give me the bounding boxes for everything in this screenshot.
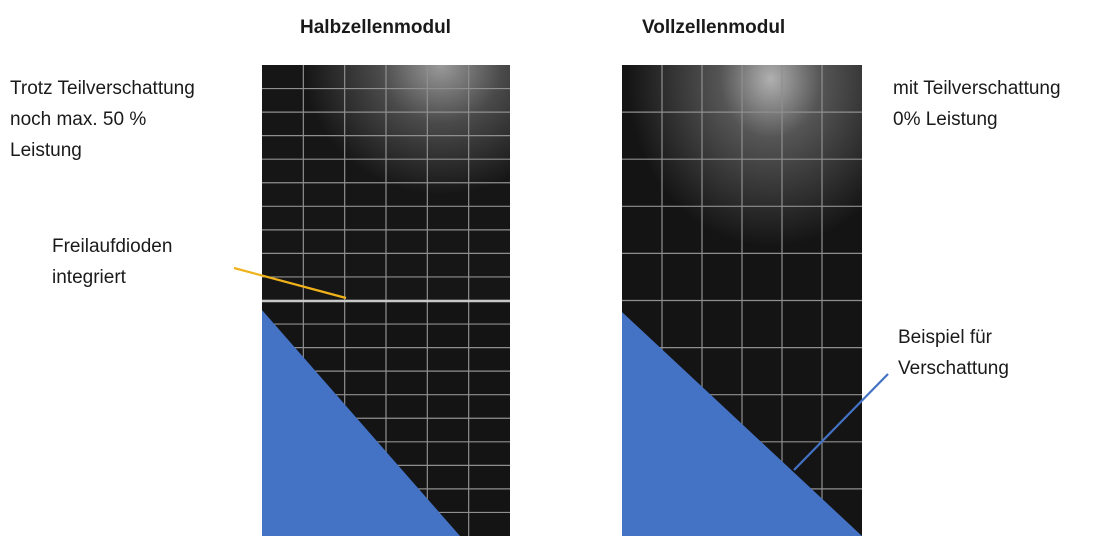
shading-example-leader-line <box>793 373 889 471</box>
full-cell-shade-triangle <box>622 312 862 536</box>
note-line: Verschattung <box>898 358 1009 379</box>
full-cell-shading-note: mit Teilverschattung 0% Leistung <box>893 73 1061 135</box>
shading-example-note: Beispiel für Verschattung <box>898 322 1009 384</box>
half-cell-module-title: Halbzellenmodul <box>300 17 451 38</box>
note-line: Freilaufdioden <box>52 236 173 257</box>
note-line: Trotz Teilverschattung <box>10 78 195 99</box>
half-cell-module <box>262 65 510 536</box>
bypass-diode-note: Freilaufdioden integriert <box>52 231 172 293</box>
full-cell-module-title: Vollzellenmodul <box>642 17 786 38</box>
note-line: 0% Leistung <box>893 109 998 130</box>
half-cell-grid <box>262 65 510 536</box>
note-line: integriert <box>52 267 126 288</box>
bypass-diode-leader-line <box>233 266 347 300</box>
note-line: mit Teilverschattung <box>893 78 1061 99</box>
note-line: noch max. 50 % <box>10 109 147 130</box>
half-cell-shade-triangle <box>262 310 460 536</box>
note-line: Leistung <box>10 140 82 161</box>
note-line: Beispiel für <box>898 327 992 348</box>
half-cell-shading-note: Trotz Teilverschattung noch max. 50 % Le… <box>10 73 195 166</box>
full-cell-module <box>622 65 862 536</box>
